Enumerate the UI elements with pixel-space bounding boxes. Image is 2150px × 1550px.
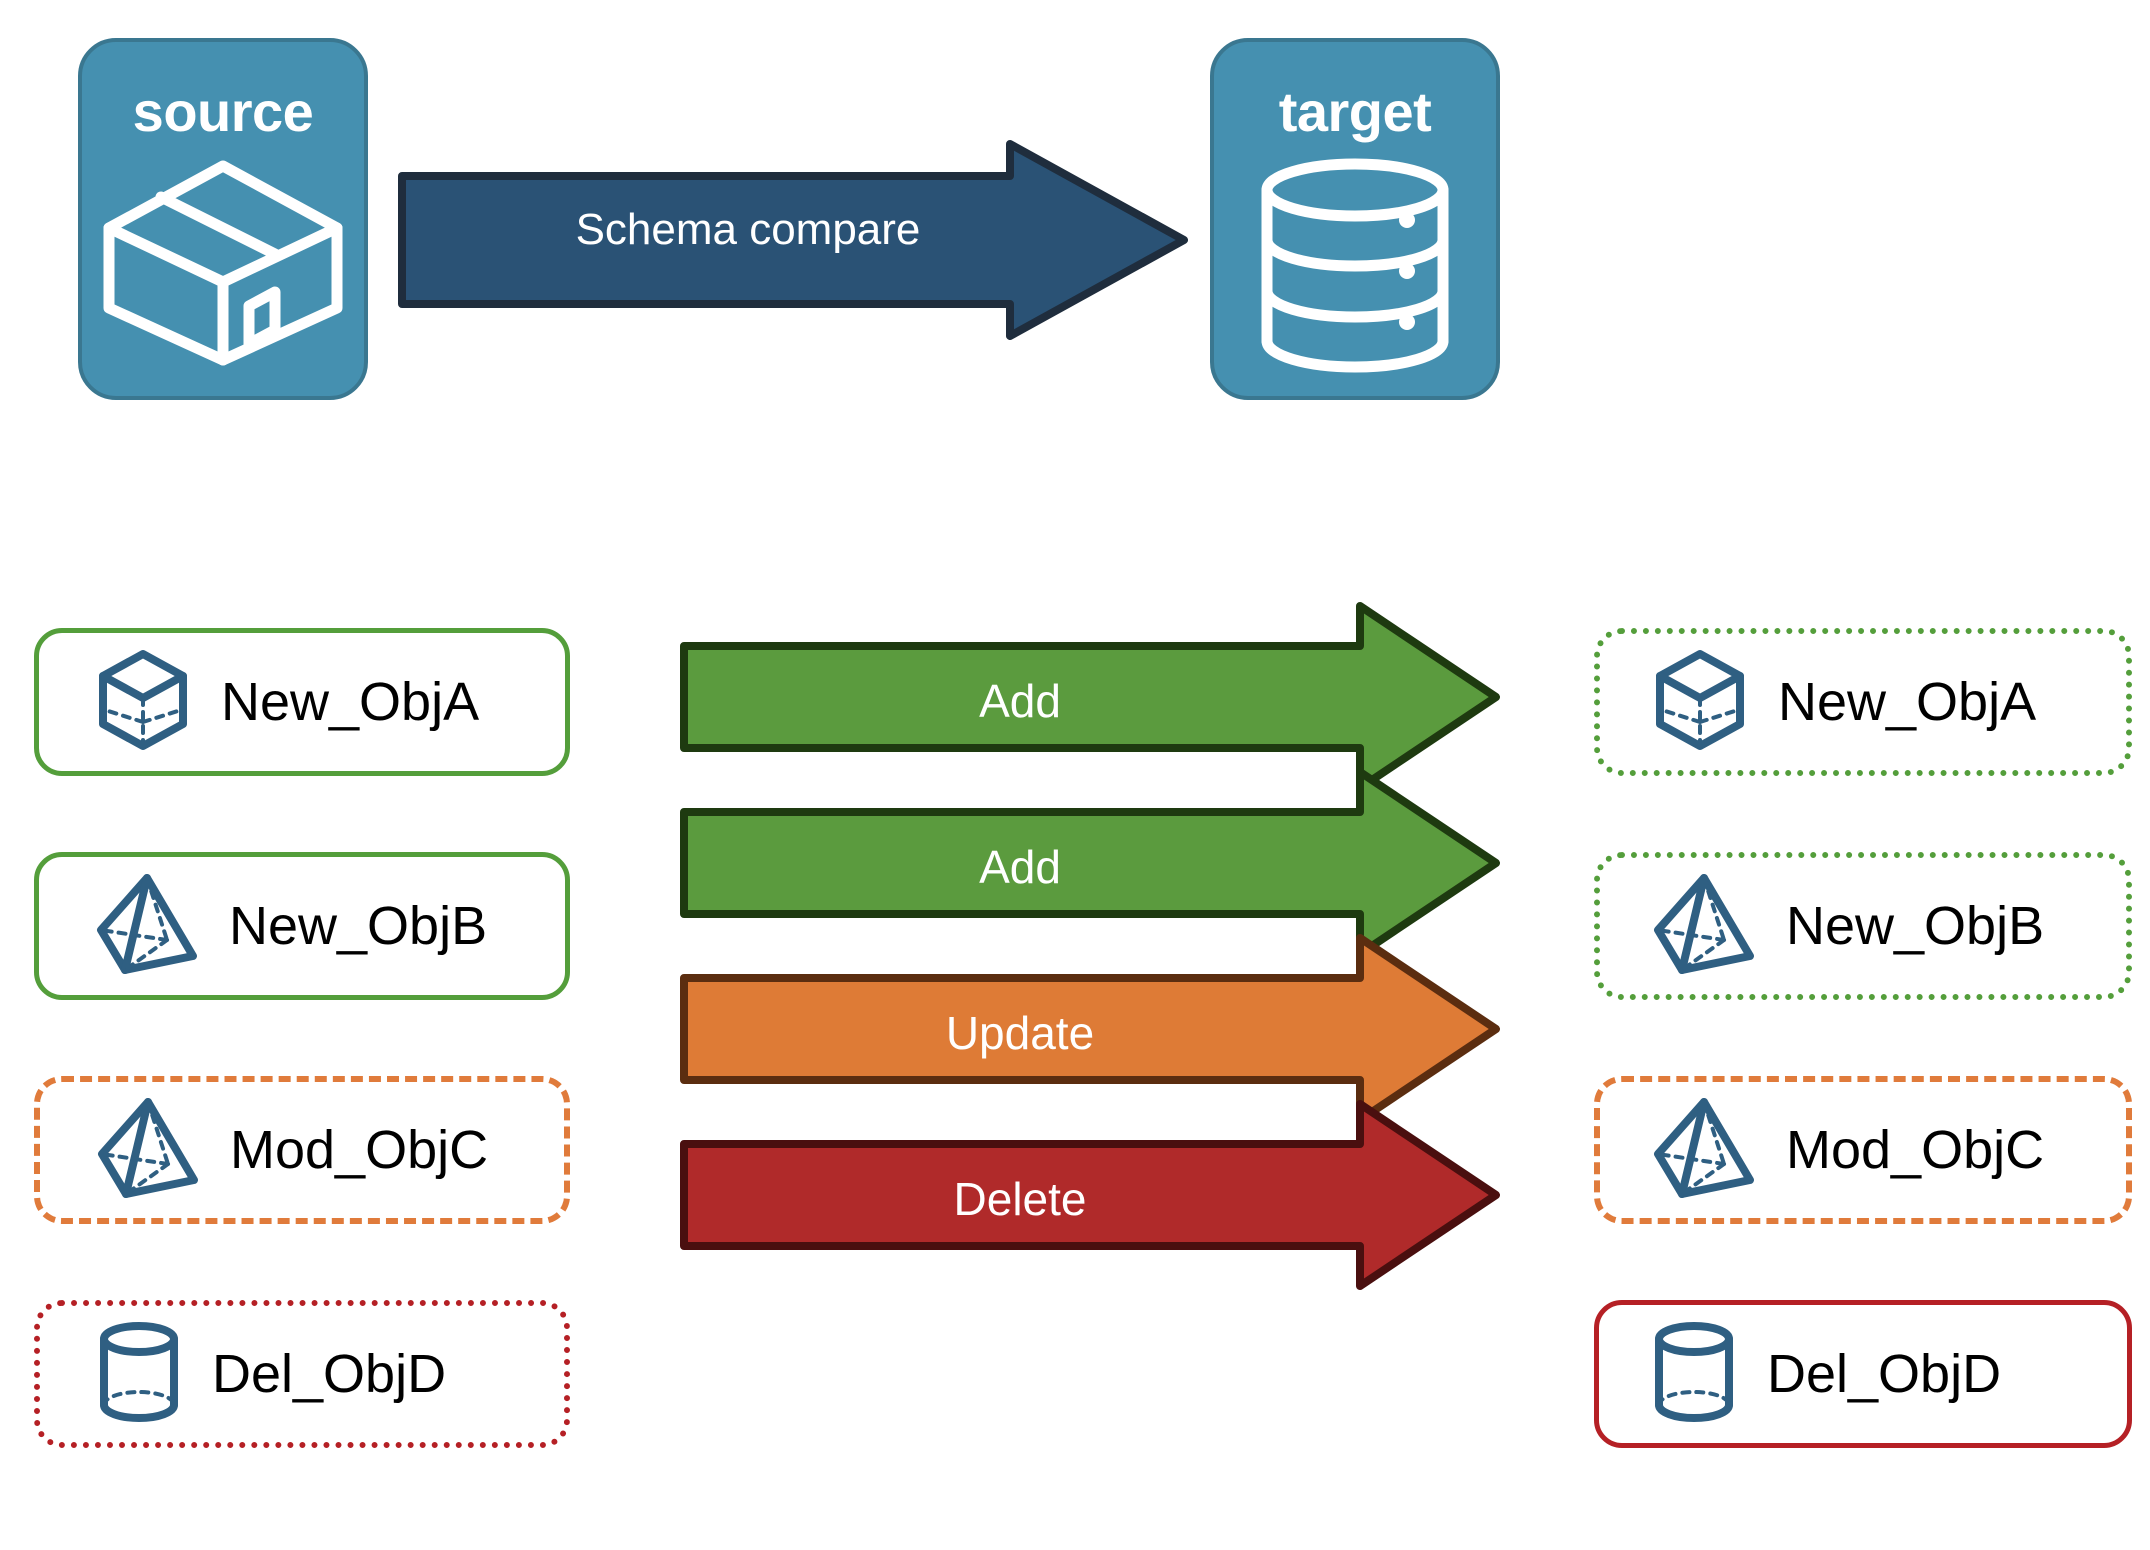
source-object-label-1: New_ObjB: [229, 896, 488, 956]
schema-compare-arrow: [398, 140, 1188, 340]
row-arrow-label-3: Delete: [953, 1173, 1087, 1225]
database-cylinder-icon: [1255, 158, 1455, 378]
source-title: source: [132, 80, 314, 143]
row-arrow-label-1: Add: [979, 841, 1061, 893]
source-object-label-0: New_ObjA: [221, 672, 480, 732]
target-object-label-0: New_ObjA: [1778, 672, 2037, 732]
target-object-label-1: New_ObjB: [1786, 896, 2045, 956]
wireframe-pyramid-icon: [1652, 870, 1756, 983]
row-arrow-label-0: Add: [979, 675, 1061, 727]
target-title: target: [1278, 80, 1432, 143]
row-arrow-label-2: Update: [945, 1007, 1095, 1059]
target-object-card-3[interactable]: Del_ObjD: [1594, 1300, 2132, 1448]
target-object-card-2[interactable]: Mod_ObjC: [1594, 1076, 2132, 1224]
target-object-label-3: Del_ObjD: [1767, 1344, 2002, 1404]
wireframe-pyramid-icon: [95, 870, 199, 983]
row-arrow-3: [680, 1100, 1500, 1295]
source-object-card-1[interactable]: New_ObjB: [34, 852, 570, 1000]
wireframe-cube-icon: [1652, 648, 1748, 757]
source-object-card-0[interactable]: New_ObjA: [34, 628, 570, 776]
target-endpoint-card: target: [1210, 38, 1500, 400]
source-object-label-2: Mod_ObjC: [230, 1120, 489, 1180]
row-arrow-0: [680, 602, 1500, 797]
package-box-icon: [99, 158, 347, 373]
wireframe-pyramid-icon: [96, 1094, 200, 1207]
row-arrow-1: [680, 768, 1500, 963]
source-object-label-3: Del_ObjD: [212, 1344, 447, 1404]
wireframe-cylinder-icon: [1651, 1320, 1737, 1429]
wireframe-cube-icon: [95, 648, 191, 757]
wireframe-pyramid-icon: [1652, 1094, 1756, 1207]
row-arrow-2: [680, 934, 1500, 1129]
target-object-card-0[interactable]: New_ObjA: [1594, 628, 2132, 776]
target-object-card-1[interactable]: New_ObjB: [1594, 852, 2132, 1000]
source-object-card-3[interactable]: Del_ObjD: [34, 1300, 570, 1448]
target-object-label-2: Mod_ObjC: [1786, 1120, 2045, 1180]
wireframe-cylinder-icon: [96, 1320, 182, 1429]
source-endpoint-card: source: [78, 38, 368, 400]
source-object-card-2[interactable]: Mod_ObjC: [34, 1076, 570, 1224]
